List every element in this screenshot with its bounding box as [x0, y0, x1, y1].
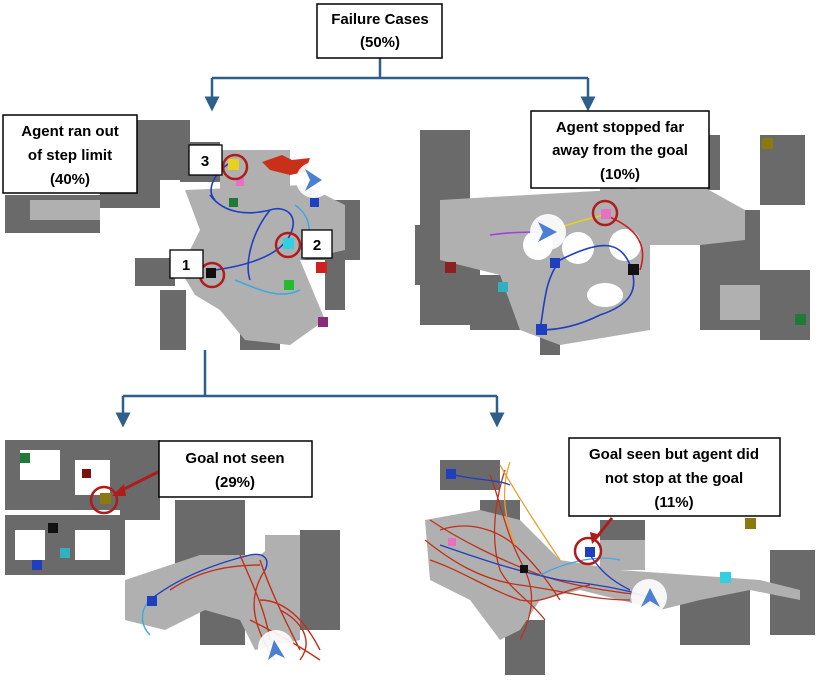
goal-not-seen-percent: (29%): [215, 474, 255, 491]
pointer-arrow: [117, 468, 163, 494]
agent-arrow-icon: [538, 222, 557, 242]
tree-connectors: [115, 57, 596, 428]
step-limit-box: Agent ran out of step limit (40%): [2, 114, 138, 194]
stopped-far-percent: (10%): [600, 166, 640, 183]
highlight-circle: [591, 199, 619, 227]
marker-3: 3: [188, 144, 223, 176]
highlight-circle-3: [221, 153, 249, 181]
agent-arrow-icon: [641, 588, 660, 607]
seen-not-stopped-line2: not stop at the goal: [605, 470, 743, 487]
marker-2-label: 2: [313, 237, 321, 254]
stopped-far-box: Agent stopped far away from the goal (10…: [530, 110, 710, 189]
marker-3-label: 3: [201, 153, 209, 170]
root-title: Failure Cases: [331, 11, 429, 28]
map-goal-not-seen: [5, 440, 340, 666]
stopped-far-line1: Agent stopped far: [556, 119, 684, 136]
highlight-circle-2: [274, 231, 302, 259]
root-percent: (50%): [360, 34, 400, 51]
step-limit-percent: (40%): [50, 171, 90, 188]
root-box: Failure Cases (50%): [316, 3, 443, 59]
goal-not-seen-line1: Goal not seen: [185, 450, 284, 467]
step-limit-line2: of step limit: [28, 147, 112, 164]
highlight-circle: [89, 485, 119, 515]
seen-not-stopped-box: Goal seen but agent did not stop at the …: [568, 437, 781, 517]
map-seen-not-stopped: [424, 460, 815, 675]
step-limit-line1: Agent ran out: [21, 123, 119, 140]
marker-2: 2: [301, 229, 333, 259]
seen-not-stopped-percent: (11%): [654, 494, 693, 511]
agent-arrow-icon: [268, 640, 285, 660]
stopped-far-line2: away from the goal: [552, 142, 688, 159]
explored-region: [262, 155, 310, 175]
marker-1: 1: [169, 249, 204, 279]
goal-not-seen-box: Goal not seen (29%): [158, 440, 313, 498]
marker-1-label: 1: [182, 257, 190, 274]
highlight-circle: [573, 536, 603, 566]
agent-arrow-icon: [305, 169, 322, 191]
seen-not-stopped-line1: Goal seen but agent did: [589, 446, 759, 463]
